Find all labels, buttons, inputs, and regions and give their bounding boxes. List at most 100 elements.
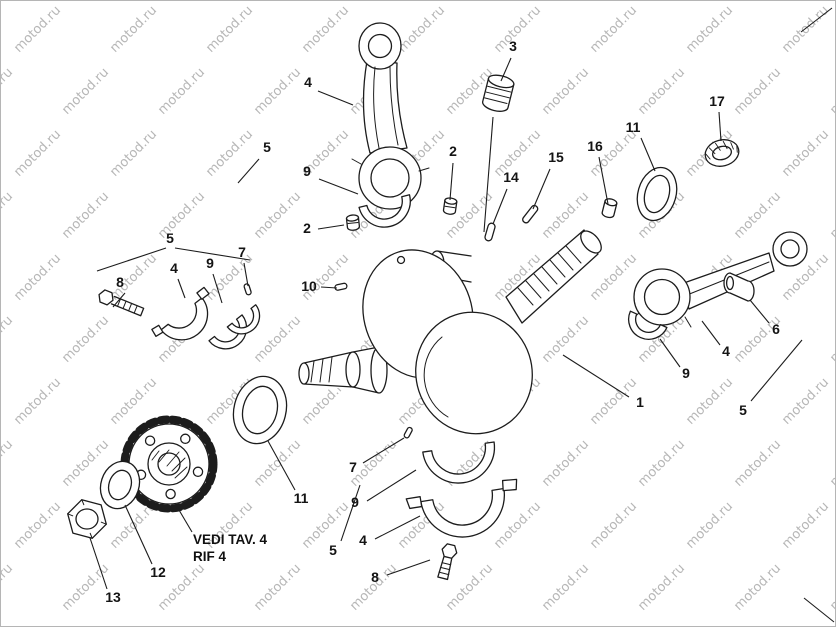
leader-line (320, 286, 338, 289)
leader-line (374, 515, 421, 540)
callout-8: 8 (371, 569, 379, 585)
callout-11: 11 (626, 119, 641, 135)
watermark-text: motod.ru (731, 189, 784, 242)
callout-5: 5 (166, 230, 174, 246)
grub-screw-b (345, 214, 361, 231)
watermark-text: motod.ru (11, 499, 64, 552)
callout-3: 3 (509, 38, 517, 54)
connecting-rod-right (629, 231, 808, 328)
watermark-text: motod.ru (11, 375, 64, 428)
leader-line (243, 262, 249, 287)
leader-line (89, 537, 108, 590)
watermark-text: motod.ru (251, 561, 304, 614)
callout-9: 9 (682, 365, 690, 381)
leader-line (532, 168, 551, 210)
bearing-shells-left (208, 304, 261, 350)
leader-line (174, 247, 251, 261)
pin-14 (484, 222, 496, 242)
leader-line (483, 116, 494, 233)
plug-16 (601, 198, 618, 219)
callout-4: 4 (359, 532, 367, 548)
callout-7: 7 (349, 459, 357, 475)
callout-5: 5 (329, 542, 337, 558)
watermark-text: motod.ru (683, 499, 736, 552)
bearing-cap-bottom (405, 478, 518, 538)
callout-2: 2 (303, 220, 311, 236)
watermark-text: motod.ru (443, 561, 496, 614)
bolt-8-left (98, 289, 145, 317)
callout-4: 4 (170, 260, 178, 276)
callout-8: 8 (116, 274, 124, 290)
watermark-text: motod.ru (1, 437, 16, 490)
watermark-text: motod.ru (539, 313, 592, 366)
leader-line (598, 156, 609, 205)
leader-line (492, 188, 508, 225)
bracket-lines-layer (96, 7, 835, 623)
callout-11: 11 (294, 490, 309, 506)
callout-17: 17 (709, 93, 725, 109)
watermark-text: motod.ru (779, 127, 832, 180)
callout-6: 6 (772, 321, 780, 337)
watermark-text: motod.ru (731, 65, 784, 118)
leader-line (317, 224, 345, 230)
watermark-text: motod.ru (395, 3, 448, 56)
callout-9: 9 (351, 494, 359, 510)
watermark-text: motod.ru (107, 3, 160, 56)
watermark-text: motod.ru (635, 437, 688, 490)
leader-line (750, 339, 803, 402)
callout-9: 9 (303, 163, 311, 179)
leader-line (340, 484, 361, 542)
leader-line (178, 509, 193, 533)
watermark-text: motod.ru (587, 499, 640, 552)
callout-10: 10 (301, 278, 317, 294)
callout-9: 9 (206, 255, 214, 271)
leader-line (177, 278, 186, 299)
leader-line (317, 90, 354, 106)
watermark-text: motod.ru (251, 437, 304, 490)
watermark-text: motod.ru (1, 189, 16, 242)
screw-plug-3 (482, 74, 515, 112)
watermark-text: motod.ru (539, 437, 592, 490)
watermark-text: motod.ru (155, 65, 208, 118)
grub-screw-a (442, 197, 458, 215)
callout-15: 15 (548, 149, 564, 165)
leader-line (112, 292, 126, 308)
leader-line (212, 273, 223, 304)
watermark-text: motod.ru (11, 251, 64, 304)
leader-line (749, 299, 770, 324)
callout-16: 16 (587, 138, 603, 154)
washer-12 (99, 460, 141, 510)
callout-5: 5 (739, 402, 747, 418)
callout-4: 4 (722, 343, 730, 359)
leader-line (803, 597, 835, 623)
leader-line (366, 469, 417, 502)
callout-4: 4 (304, 74, 312, 90)
watermark-text: motod.ru (11, 3, 64, 56)
watermark-text: motod.ru (779, 3, 832, 56)
callout-2: 2 (449, 143, 457, 159)
leader-line (701, 320, 721, 346)
watermark-text: motod.ru (59, 313, 112, 366)
leader-line (718, 111, 722, 142)
watermark-text: motod.ru (635, 561, 688, 614)
watermark-text: motod.ru (299, 3, 352, 56)
pin-7-bottom (403, 426, 413, 439)
leader-line (237, 158, 260, 184)
bushing-6 (723, 272, 755, 302)
watermark-text: motod.ru (779, 375, 832, 428)
note-rif: RIF 4 (193, 549, 226, 564)
watermark-text: motod.ru (635, 65, 688, 118)
leader-line (800, 7, 833, 33)
connecting-rod-top (351, 22, 430, 210)
watermark-text: motod.ru (731, 561, 784, 614)
callout-1: 1 (636, 394, 644, 410)
leader-line (124, 504, 153, 565)
watermark-text: motod.ru (683, 375, 736, 428)
callout-12: 12 (150, 564, 166, 580)
leader-line (318, 178, 359, 195)
watermark-text: motod.ru (107, 127, 160, 180)
note-vedi-tav: VEDI TAV. 4 (193, 532, 268, 547)
watermark-text: motod.ru (251, 65, 304, 118)
watermark-text: motod.ru (59, 561, 112, 614)
